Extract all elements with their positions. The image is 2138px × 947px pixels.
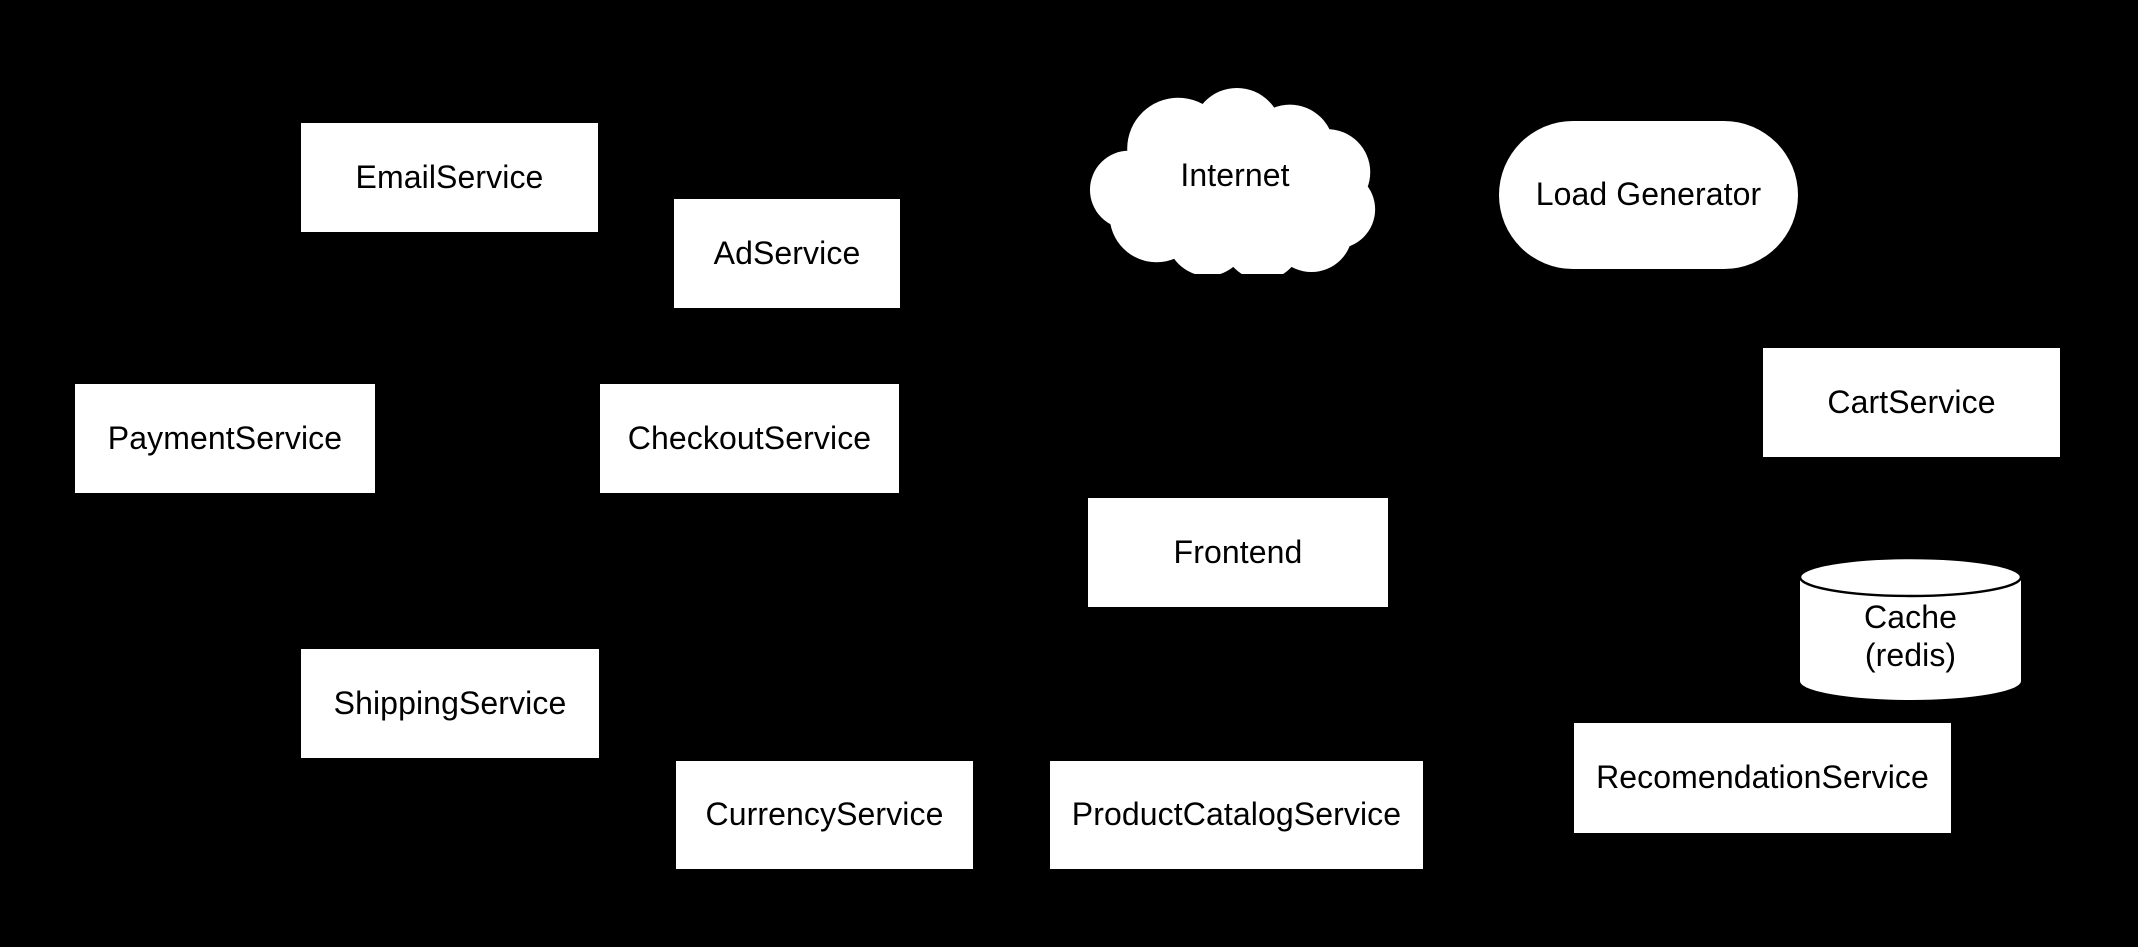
node-checkout-service[interactable]: CheckoutService	[600, 384, 899, 493]
node-label-ad-service: AdService	[713, 234, 861, 271]
node-cache-redis[interactable]: Cache (redis)	[1798, 556, 2023, 702]
node-label-load-generator: Load Generator	[1535, 176, 1762, 213]
node-product-catalog-service[interactable]: ProductCatalogService	[1050, 761, 1423, 869]
node-label-checkout-service: CheckoutService	[627, 419, 872, 456]
node-label-internet: Internet	[1180, 157, 1290, 194]
node-currency-service[interactable]: CurrencyService	[676, 761, 973, 869]
node-email-service[interactable]: EmailService	[301, 123, 598, 232]
node-ad-service[interactable]: AdService	[674, 199, 900, 308]
node-label-product-catalog-service: ProductCatalogService	[1071, 796, 1402, 833]
node-label-currency-service: CurrencyService	[705, 796, 944, 833]
node-label-cache-redis: Cache (redis)	[1864, 599, 1957, 673]
node-label-recomendation-service: RecomendationService	[1596, 759, 1929, 796]
node-label-email-service: EmailService	[355, 158, 544, 195]
node-frontend[interactable]: Frontend	[1088, 498, 1388, 607]
node-label-payment-service: PaymentService	[107, 419, 343, 456]
node-cart-service[interactable]: CartService	[1763, 348, 2060, 457]
node-shipping-service[interactable]: ShippingService	[301, 649, 599, 758]
node-load-generator[interactable]: Load Generator	[1499, 121, 1798, 269]
node-label-cart-service: CartService	[1827, 383, 1996, 420]
node-internet[interactable]: Internet	[1088, 88, 1382, 274]
node-label-frontend: Frontend	[1173, 533, 1303, 570]
node-payment-service[interactable]: PaymentService	[75, 384, 375, 493]
node-recomendation-service[interactable]: RecomendationService	[1574, 723, 1951, 833]
node-label-shipping-service: ShippingService	[333, 684, 567, 721]
